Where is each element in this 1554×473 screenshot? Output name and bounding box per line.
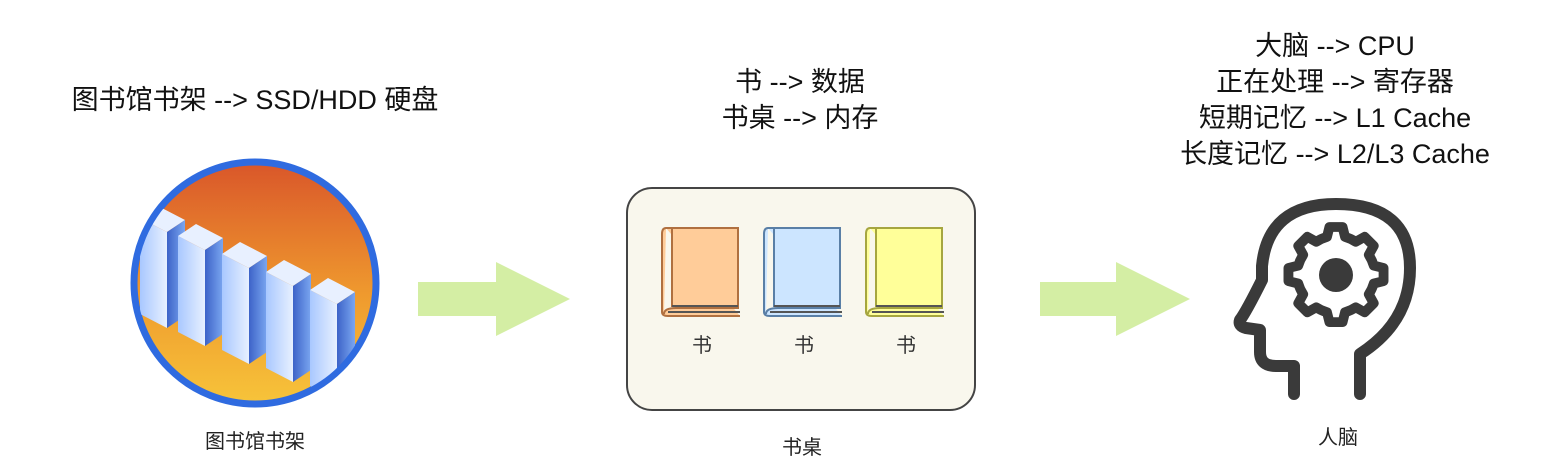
arrow-library-to-desk [418,262,570,336]
library-caption: 图书馆书架 [205,431,305,453]
book-3 [864,226,946,318]
brain-heading-line-3: 短期记忆 --> L1 Cache [1198,103,1472,133]
desk-caption: 书桌 [782,437,822,459]
brain-heading: 大脑 --> CPU 正在处理 --> 寄存器 短期记忆 --> L1 Cach… [1150,28,1520,172]
arrow-desk-to-brain [1040,262,1190,336]
library-heading: 图书馆书架 --> SSD/HDD 硬盘 [71,85,439,115]
head-gear-icon [1232,194,1432,404]
brain-heading-line-2: 正在处理 --> 寄存器 [1216,67,1454,97]
brain-heading-line-1: 大脑 --> CPU [1255,31,1415,61]
brain-heading-line-4: 长度记忆 --> L2/L3 Cache [1180,139,1490,169]
book-1-label: 书 [692,335,712,357]
server-rack-icon [130,158,380,408]
book-2 [762,226,844,318]
desk-heading-line-1: 书 --> 数据 [735,67,865,97]
desk-heading-line-2: 书桌 --> 内存 [721,103,879,133]
book-1 [660,226,742,318]
book-2-label: 书 [794,335,814,357]
book-3-label: 书 [896,335,916,357]
brain-caption: 人脑 [1318,427,1358,449]
arrow-shape [418,262,570,336]
desk-heading: 书 --> 数据 书桌 --> 内存 [650,64,950,136]
arrow-shape [1040,262,1190,336]
